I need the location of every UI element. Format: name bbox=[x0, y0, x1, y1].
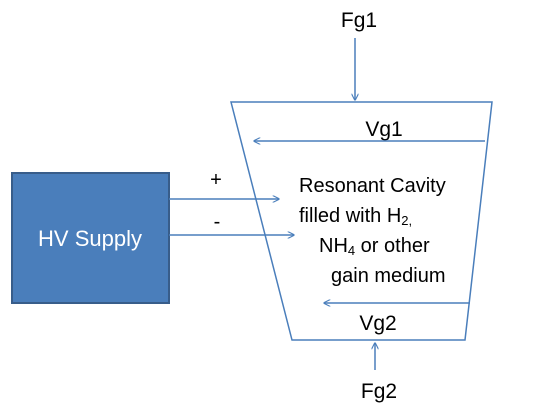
negative-terminal-label: - bbox=[214, 211, 221, 233]
cavity-text-line-2: filled with H2, bbox=[299, 205, 412, 228]
cavity-text-line-3: NH4 or other bbox=[319, 235, 430, 258]
hv-supply-label: HV Supply bbox=[38, 226, 142, 251]
cavity-text-line-4: gain medium bbox=[331, 265, 446, 287]
resonant-cavity-outline bbox=[230, 101, 493, 341]
cavity-line-3-main: NH bbox=[319, 235, 348, 257]
bottom-velocity-label: Vg2 bbox=[359, 312, 396, 335]
hv-supply-box bbox=[11, 172, 170, 304]
cavity-line-3-subscript: 4 bbox=[348, 243, 355, 258]
bottom-gas-flow-label: Fg2 bbox=[361, 380, 397, 403]
top-velocity-label: Vg1 bbox=[365, 118, 402, 141]
top-gas-flow-label: Fg1 bbox=[341, 9, 377, 32]
cavity-line-3-suffix: or other bbox=[355, 235, 430, 257]
cavity-line-2-main: filled with H bbox=[299, 205, 401, 227]
cavity-text-line-1: Resonant Cavity bbox=[299, 175, 446, 197]
positive-terminal-label: + bbox=[210, 169, 222, 191]
cavity-line-2-subscript: 2, bbox=[401, 213, 412, 228]
